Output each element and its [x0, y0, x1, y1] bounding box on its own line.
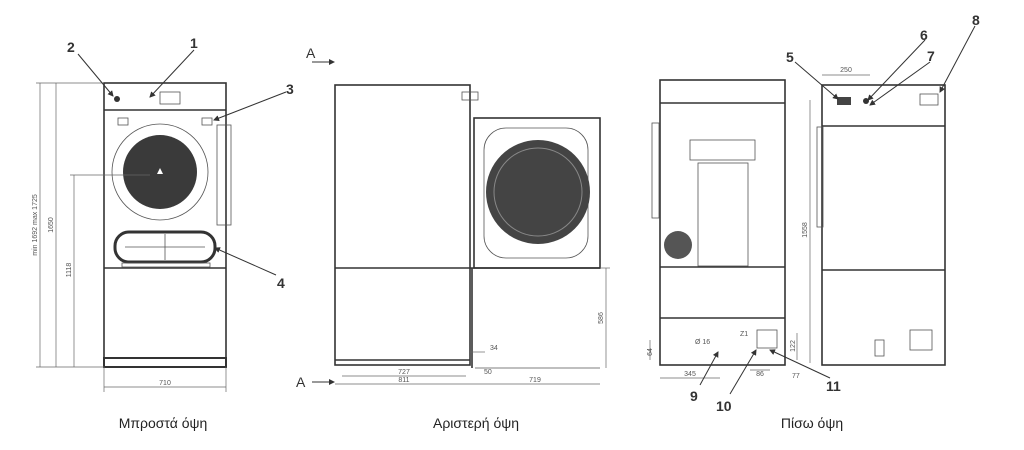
caption-left-view: Αριστερή όψη [433, 415, 519, 431]
dim-drain-height: 64 [647, 348, 654, 356]
dim-door-gap: 34 [490, 345, 498, 352]
callout-2: 2 [67, 39, 75, 55]
callout-6: 6 [920, 27, 928, 43]
dim-depth: 811 [398, 377, 409, 384]
dim-door-offset: 50 [484, 369, 492, 376]
dim-drain-offset: 345 [684, 371, 696, 378]
dim-base-height: 586 [598, 312, 605, 324]
section-marker-bottom: A [296, 374, 306, 390]
left-view: 586 727 811 719 34 50 A A [296, 45, 610, 390]
callout-8: 8 [972, 12, 980, 28]
callout-4: 4 [277, 275, 285, 291]
dim-outlet-height: 1558 [802, 222, 809, 238]
callout-7: 7 [927, 48, 935, 64]
caption-front-view: Μπροστά όψη [119, 415, 208, 431]
dim-width: 710 [159, 380, 171, 387]
dim-connection-offset: 77 [792, 373, 800, 380]
dim-connection-width: 86 [756, 371, 764, 378]
front-view: min 1692 max 1725 1650 1118 710 [32, 82, 232, 392]
callout-10: 10 [716, 398, 732, 414]
callout-5: 5 [786, 49, 794, 65]
dim-total-height: min 1692 max 1725 [32, 194, 39, 256]
marker-z1: Z1 [740, 331, 748, 338]
section-marker-top: A [306, 45, 316, 61]
back-view: 345 64 Ø 16 Z1 86 77 122 250 1558 [647, 67, 946, 380]
dim-height: 1650 [48, 217, 55, 233]
callout-1: 1 [190, 35, 198, 51]
callout-9: 9 [690, 388, 698, 404]
dim-connection-height: 122 [790, 340, 797, 352]
dim-door-open: 719 [529, 377, 541, 384]
dim-door-center-height: 1118 [66, 263, 73, 278]
callout-3: 3 [286, 81, 294, 97]
dim-drain-diameter: Ø 16 [695, 339, 710, 346]
caption-back-view: Πίσω όψη [781, 415, 843, 431]
callouts: 1 2 3 4 5 6 7 8 9 10 11 [67, 12, 980, 414]
dim-outlet-width: 250 [840, 67, 852, 74]
callout-11: 11 [826, 378, 841, 394]
dim-depth-feet: 727 [398, 369, 410, 376]
